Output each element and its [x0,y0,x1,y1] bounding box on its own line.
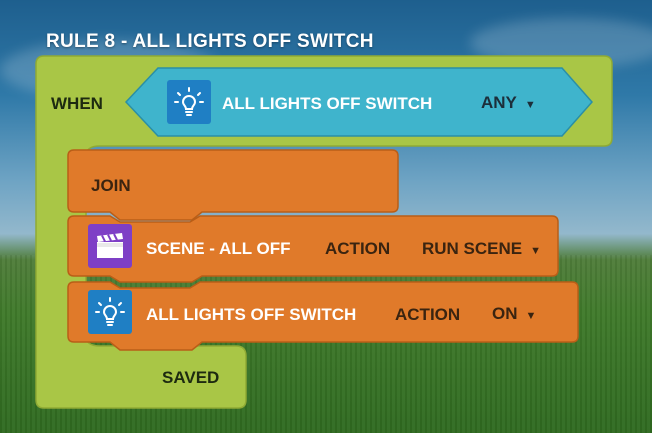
rule-block[interactable] [35,55,613,409]
rule-title: RULE 8 - ALL LIGHTS OFF SWITCH [46,31,374,52]
clapperboard-icon [97,233,123,258]
chevron-down-icon: ▼ [525,310,537,322]
trigger-block[interactable] [124,67,594,137]
chevron-down-icon: ▼ [524,99,536,111]
action-value-dropdown[interactable]: ON ▼ [492,304,536,324]
action-label: ACTION [325,239,391,258]
saved-status: SAVED [162,368,220,387]
action-value: RUN SCENE [422,239,523,258]
action-block-scene[interactable] [67,215,559,283]
trigger-device-name: ALL LIGHTS OFF SWITCH [222,94,433,113]
trigger-condition-dropdown[interactable]: ANY ▼ [481,93,536,113]
action-value: ON [492,304,518,323]
join-label: JOIN [91,176,131,195]
action-device-name: SCENE - ALL OFF [146,239,291,258]
when-label: WHEN [51,94,103,113]
action-device-name: ALL LIGHTS OFF SWITCH [146,305,357,324]
scene-icon-box [88,224,132,268]
lightbulb-icon [174,87,204,116]
trigger-icon-box [167,80,211,124]
action-block-lights[interactable] [67,281,579,351]
trigger-condition-value: ANY [481,93,517,112]
action-value-dropdown[interactable]: RUN SCENE ▼ [422,239,541,259]
lightbulb-icon [95,297,125,326]
action-label: ACTION [395,305,461,324]
lights-icon-box [88,290,132,334]
chevron-down-icon: ▼ [530,245,542,257]
